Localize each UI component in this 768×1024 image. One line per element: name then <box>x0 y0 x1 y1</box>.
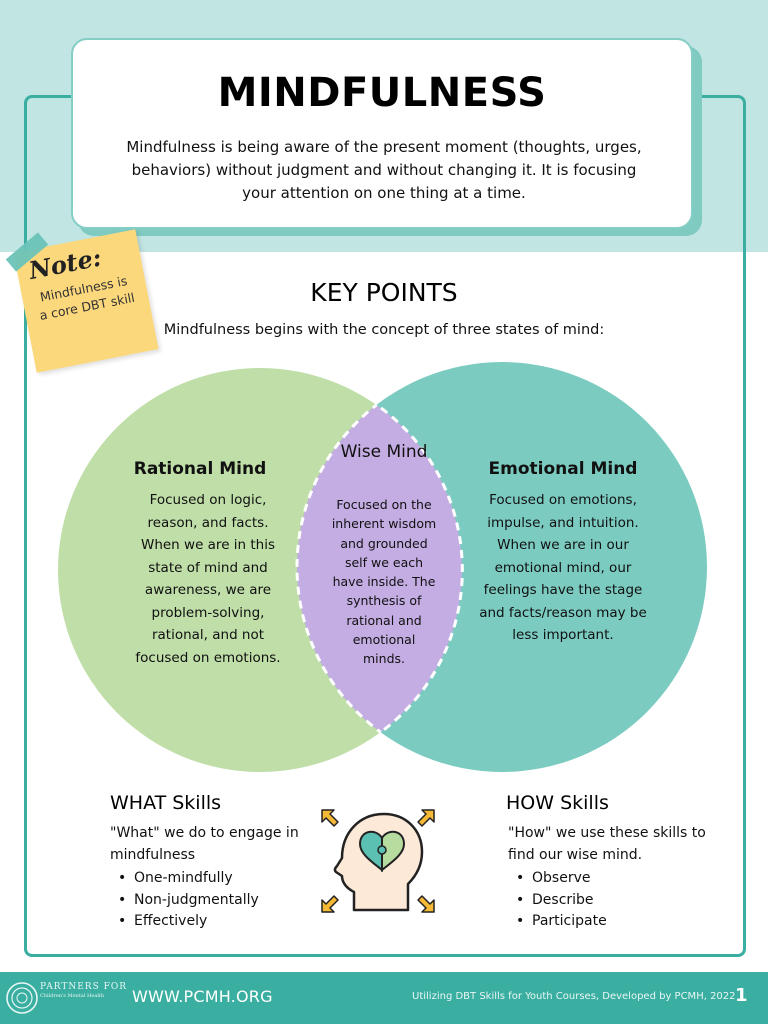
intro-text: Mindfulness is being aware of the presen… <box>126 138 642 202</box>
wise-mind-border-left <box>380 406 464 734</box>
heart-left <box>358 830 383 873</box>
how-skills-heading: HOW Skills <box>506 792 609 814</box>
rational-mind-heading: Rational Mind <box>133 459 267 479</box>
list-item: Effectively <box>118 911 259 933</box>
expand-arrow-icon <box>321 895 339 913</box>
list-item: Participate <box>516 911 607 933</box>
puzzle-knob <box>377 845 387 855</box>
how-skills-text: "How" we use these skills to find our wi… <box>508 825 706 863</box>
header-card: MINDFULNESS Mindfulness is being aware o… <box>71 38 693 229</box>
emotional-mind-text: Focused on emotions, impulse, and intuit… <box>479 492 647 643</box>
page-number: 1 <box>735 985 748 1006</box>
key-points-subtitle: Mindfulness begins with the concept of t… <box>163 322 605 338</box>
what-skills-text: "What" we do to engage in mindfulness <box>110 825 299 863</box>
head-heart-puzzle-icon <box>321 809 435 913</box>
partners-logo-icon <box>6 982 38 1014</box>
expand-arrow-icon <box>417 809 435 827</box>
what-skills-heading: WHAT Skills <box>110 792 222 814</box>
footer: PARTNERS FOR Children's Mental Health WW… <box>0 972 768 1024</box>
what-skills-list: One-mindfully Non-judgmentally Effective… <box>118 868 259 933</box>
website-link[interactable]: WWW.PCMH.ORG <box>132 987 273 1006</box>
list-item: Observe <box>516 868 607 890</box>
expand-arrow-icon <box>321 809 339 827</box>
page-title: MINDFULNESS <box>217 70 547 116</box>
expand-arrow-icon <box>417 895 435 913</box>
key-points-title: KEY POINTS <box>310 278 458 307</box>
list-item: One-mindfully <box>118 868 259 890</box>
how-skills-list: Observe Describe Participate <box>516 868 607 933</box>
logo-subtext: Children's Mental Health <box>40 993 105 999</box>
wise-mind-heading: Wise Mind <box>340 442 428 462</box>
rational-mind-text: Focused on logic, reason, and facts. Whe… <box>135 492 281 666</box>
emotional-mind-heading: Emotional Mind <box>488 459 638 479</box>
wise-mind-text: Focused on the inherent wisdom and groun… <box>331 497 437 667</box>
credit-text: Utilizing DBT Skills for Youth Courses, … <box>412 991 736 1002</box>
logo-text: PARTNERS FOR <box>40 982 127 992</box>
heart-right <box>381 830 406 873</box>
wise-mind-overlap <box>297 368 462 772</box>
list-item: Non-judgmentally <box>118 890 259 912</box>
list-item: Describe <box>516 890 607 912</box>
